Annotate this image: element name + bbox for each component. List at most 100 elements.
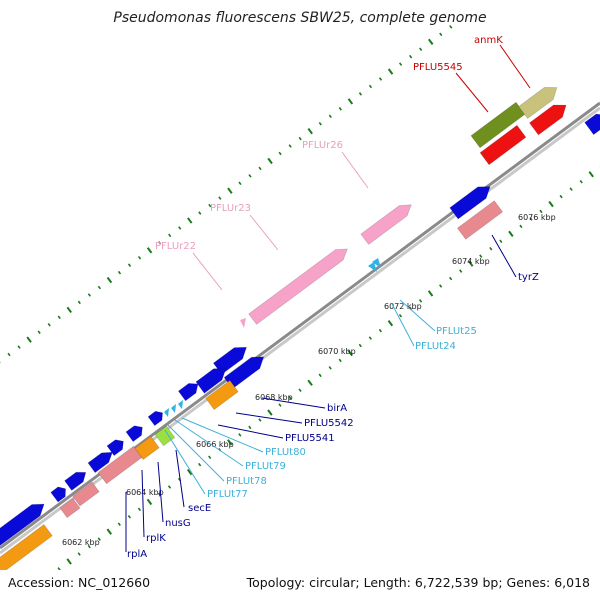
feature-label: PFLUt80 [265, 447, 306, 458]
leader-line [164, 429, 206, 495]
scale-tick [439, 284, 443, 288]
scale-tick [26, 336, 32, 343]
scale-tick [127, 263, 132, 267]
scale-tick [479, 254, 483, 258]
scale-tick [218, 196, 222, 200]
scale-tick [186, 468, 193, 476]
scale-tick [57, 567, 61, 570]
inner-scale-ticks [57, 165, 600, 570]
orange-feature [0, 523, 53, 570]
scale-label: 6070 kbp [318, 347, 356, 356]
leader-line [157, 461, 164, 523]
scale-tick [137, 255, 142, 260]
scale-tick [208, 455, 212, 459]
leader-line [341, 151, 369, 189]
leader-line [399, 299, 436, 332]
scale-tick [358, 92, 363, 96]
scale-tick [238, 433, 242, 437]
scale-tick [57, 315, 61, 320]
cds-feature [106, 439, 124, 457]
scale-tick [409, 54, 413, 59]
scale-label: 6066 kbp [196, 440, 234, 449]
feature-label: PFLUt24 [415, 341, 456, 352]
scale-tick [278, 151, 282, 156]
rrna-feature [248, 248, 348, 325]
leader-line [249, 214, 279, 251]
scale-label: 6076 kbp [518, 213, 556, 222]
leader-line [235, 412, 303, 424]
feature-label: PFLU5545 [413, 62, 463, 73]
feature-label: anmK [474, 35, 503, 46]
feature-label: nusG [165, 518, 191, 529]
rrna-feature [360, 204, 412, 246]
scale-tick [449, 276, 453, 281]
scale-tick [238, 181, 242, 186]
scale-tick [198, 211, 202, 215]
trna-marker [178, 400, 183, 409]
scale-tick [368, 84, 373, 89]
scale-label: 6068 kbp [255, 393, 293, 402]
scale-tick [559, 194, 563, 199]
misc-feature [59, 497, 81, 519]
rrna-fragment [240, 318, 246, 328]
scale-tick [258, 166, 262, 171]
scale-tick [399, 62, 403, 66]
scale-tick [117, 270, 122, 275]
scale-tick [198, 462, 202, 467]
scale-tick [347, 98, 354, 105]
feature-label: rplA [127, 549, 147, 560]
scale-tick [338, 358, 342, 363]
scale-tick [358, 343, 362, 348]
scale-tick [529, 217, 533, 221]
accession-text: Accession: NC_012660 [8, 575, 151, 590]
leader-line [261, 397, 326, 409]
trna-marker [368, 262, 377, 272]
scale-tick [7, 352, 11, 357]
cds-feature [125, 425, 143, 443]
scale-tick [298, 136, 302, 141]
scale-tick [227, 439, 233, 446]
scale-tick [167, 485, 172, 489]
scale-tick [66, 558, 72, 565]
map-title: Pseudomonas fluorescens SBW25, complete … [113, 10, 487, 26]
scale-tick [248, 174, 252, 178]
scale-tick [368, 336, 372, 340]
leader-line [175, 449, 185, 508]
scale-label: 6062 kbp [62, 538, 100, 547]
feature-label: PFLUt79 [245, 461, 286, 472]
outer-scale-ticks [0, 25, 453, 364]
cds-feature [584, 113, 600, 136]
scale-tick [418, 299, 423, 303]
cds-feature [195, 368, 227, 394]
feature-label: PFLUr22 [155, 241, 196, 252]
scale-tick [208, 203, 212, 208]
leader-line [391, 303, 415, 347]
leader-line [174, 419, 244, 467]
scale-tick [248, 425, 252, 430]
scale-tick [408, 306, 413, 311]
cds-feature [64, 471, 87, 491]
feature-label: PFLUr23 [210, 203, 251, 214]
scale-tick [267, 157, 273, 165]
scale-tick [318, 121, 322, 126]
lime-feature [154, 425, 176, 447]
scale-tick [106, 528, 112, 535]
scale-tick [258, 418, 262, 422]
scale-tick [17, 345, 21, 349]
leader-line [181, 417, 264, 453]
cds-feature [50, 486, 67, 503]
scale-tick [37, 330, 41, 334]
scale-tick [97, 537, 101, 541]
scale-tick [137, 507, 142, 512]
scale-tick [508, 230, 514, 237]
scale-tick [77, 552, 81, 556]
scale-tick [459, 269, 463, 273]
scale-label: 6064 kbp [126, 488, 164, 497]
leader-line [217, 424, 284, 439]
cds-feature-khaki [518, 86, 558, 120]
leader-line [192, 252, 223, 291]
trna-marker [164, 408, 169, 417]
scale-tick [288, 144, 292, 148]
feature-label: PFLU5541 [285, 433, 335, 444]
feature-label: PFLUt25 [436, 326, 477, 337]
